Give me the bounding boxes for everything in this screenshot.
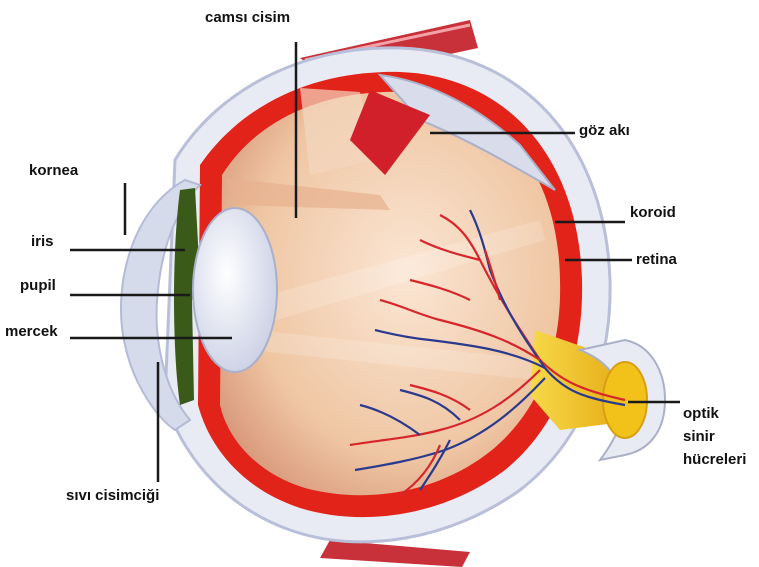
label-iris: iris (31, 232, 54, 251)
label-sclera: göz akı (579, 121, 630, 140)
label-optic-nerve-line1: optik (683, 404, 719, 423)
label-aqueous: sıvı cisimciği (66, 486, 159, 505)
label-lens: mercek (5, 322, 58, 341)
label-retina: retina (636, 250, 677, 269)
label-optic-nerve-line2: sinir (683, 427, 715, 446)
label-choroid: koroid (630, 203, 676, 222)
label-vitreous: camsı cisim (205, 8, 290, 27)
lens (193, 208, 277, 372)
muscle-bottom (320, 540, 470, 567)
label-optic-nerve-line3: hücreleri (683, 450, 746, 469)
label-pupil: pupil (20, 276, 56, 295)
label-cornea: kornea (29, 161, 78, 180)
